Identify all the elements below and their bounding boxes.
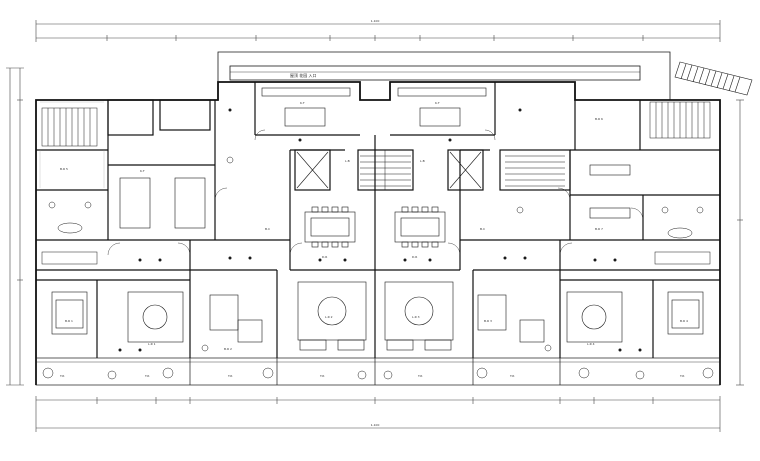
room-label-bed-3: B.R 3 bbox=[484, 319, 492, 323]
room-label-living-4: L.R 4 bbox=[587, 342, 595, 346]
hatch-area-left bbox=[39, 101, 105, 188]
bathroom-fixtures bbox=[41, 156, 711, 352]
outer-walls bbox=[35, 81, 721, 385]
exterior-stair-top-right bbox=[674, 61, 753, 96]
dining-table-left bbox=[304, 206, 356, 248]
room-label-living-2: L.R 2 bbox=[325, 315, 333, 319]
roof-note: 屋顶 花园 入口 bbox=[290, 72, 317, 78]
bottom-dimension-label: 1-100 bbox=[371, 423, 380, 427]
room-label-lobby-1: L.B bbox=[345, 159, 350, 163]
room-label-bed-1: B.R 1 bbox=[65, 319, 73, 323]
room-label-terrace-6: T.R bbox=[509, 374, 515, 378]
room-label-kitchen-2: K.T bbox=[435, 101, 440, 105]
roof-strip bbox=[217, 51, 671, 100]
room-label-dining-2: D.R bbox=[412, 255, 417, 259]
room-label-terrace-3: T.R bbox=[227, 374, 233, 378]
room-label-living-3: L.R 3 bbox=[412, 315, 420, 319]
living-sofa-sets bbox=[51, 281, 704, 351]
room-label-balcony-2: B.C bbox=[480, 227, 485, 231]
balcony-strip bbox=[35, 357, 721, 386]
room-label-bed-7: B.R 7 bbox=[595, 227, 603, 231]
room-label-terrace-4: T.R bbox=[319, 374, 325, 378]
interior-walls bbox=[36, 82, 720, 358]
dining-table-right bbox=[394, 206, 446, 248]
door-swings bbox=[107, 129, 644, 256]
room-label-bed-2: B.R 2 bbox=[224, 347, 232, 351]
room-label-bed-4: B.R 4 bbox=[680, 319, 688, 323]
room-label-bed-6: B.R 6 bbox=[595, 117, 603, 121]
room-label-dining-1: D.R bbox=[322, 255, 327, 259]
kitchen-counters bbox=[119, 87, 631, 229]
stairs bbox=[41, 101, 711, 190]
elevator-shafts bbox=[296, 151, 482, 189]
room-label-balcony-1: B.C bbox=[265, 227, 270, 231]
room-label-kitchen-3: K.T bbox=[140, 169, 145, 173]
room-labels: B.R 1 L.R 1 B.R 2 L.R 2 L.R 3 B.R 3 L.R … bbox=[59, 101, 688, 378]
dimension-lines bbox=[6, 20, 744, 432]
ceiling-light-marks bbox=[118, 108, 642, 352]
room-label-lobby-2: L.B bbox=[420, 159, 425, 163]
room-label-terrace-5: T.R bbox=[417, 374, 423, 378]
room-label-living-1: L.R 1 bbox=[148, 342, 156, 346]
room-label-terrace-1: T.R bbox=[59, 374, 65, 378]
room-label-bed-5: B.R 5 bbox=[60, 167, 68, 171]
room-label-kitchen-1: K.T bbox=[300, 101, 305, 105]
top-dimension-label: 1-100 bbox=[371, 19, 380, 23]
room-label-terrace-7: T.R bbox=[679, 374, 685, 378]
balcony-plants bbox=[42, 367, 714, 380]
room-label-terrace-2: T.R bbox=[144, 374, 150, 378]
